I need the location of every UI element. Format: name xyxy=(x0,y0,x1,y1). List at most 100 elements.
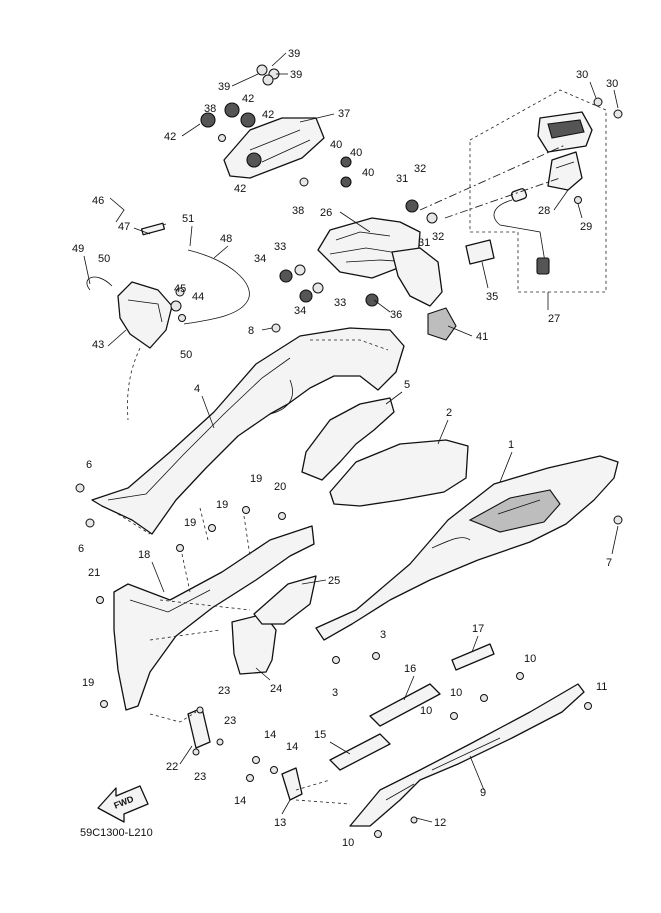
callout-30: 30 xyxy=(576,69,588,81)
callout-15: 15 xyxy=(314,729,326,741)
callout-3: 3 xyxy=(332,687,338,699)
callout-27: 27 xyxy=(548,313,560,325)
callout-6: 6 xyxy=(78,543,84,555)
callout-35: 35 xyxy=(486,291,498,303)
callout-29: 29 xyxy=(580,221,592,233)
callout-49: 49 xyxy=(72,243,84,255)
callout-42: 42 xyxy=(164,131,176,143)
callout-36: 36 xyxy=(390,309,402,321)
callout-39: 39 xyxy=(290,69,302,81)
callout-13: 13 xyxy=(274,817,286,829)
callout-44: 44 xyxy=(192,291,204,303)
callout-10: 10 xyxy=(342,837,354,849)
callout-19: 19 xyxy=(82,677,94,689)
leader-lines xyxy=(83,52,619,823)
callout-42: 42 xyxy=(242,93,254,105)
callout-14: 14 xyxy=(264,729,276,741)
callout-51: 51 xyxy=(182,213,194,225)
callout-39: 39 xyxy=(288,48,300,60)
callout-33: 33 xyxy=(274,241,286,253)
callout-1: 1 xyxy=(508,439,514,451)
callout-19: 19 xyxy=(184,517,196,529)
callout-48: 48 xyxy=(220,233,232,245)
callout-23: 23 xyxy=(218,685,230,697)
callout-47: 47 xyxy=(118,221,130,233)
callout-34: 34 xyxy=(294,305,306,317)
callout-28: 28 xyxy=(538,205,550,217)
side-cover-4 xyxy=(91,327,405,535)
diagram-code: 59C1300-L210 xyxy=(80,827,153,839)
bracket-13 xyxy=(281,767,303,801)
callout-14: 14 xyxy=(234,795,246,807)
callout-10: 10 xyxy=(450,687,462,699)
callout-22: 22 xyxy=(166,761,178,773)
callout-42: 42 xyxy=(234,183,246,195)
callout-40: 40 xyxy=(350,147,362,159)
callout-46: 46 xyxy=(92,195,104,207)
callout-41: 41 xyxy=(476,331,488,343)
grab-bar-bracket xyxy=(200,64,352,188)
alignment-lines xyxy=(117,507,351,805)
cover-2 xyxy=(329,439,469,507)
callout-50: 50 xyxy=(180,349,192,361)
tail-light-assembly xyxy=(469,89,623,293)
callout-8: 8 xyxy=(248,325,254,337)
callout-31: 31 xyxy=(396,173,408,185)
seat-lock-assembly xyxy=(86,222,250,421)
callout-26: 26 xyxy=(320,207,332,219)
callout-2: 2 xyxy=(446,407,452,419)
callout-20: 20 xyxy=(274,481,286,493)
callout-19: 19 xyxy=(250,473,262,485)
callout-3: 3 xyxy=(380,629,386,641)
callout-10: 10 xyxy=(420,705,432,717)
callout-38: 38 xyxy=(204,103,216,115)
callout-16: 16 xyxy=(404,663,416,675)
callout-6: 6 xyxy=(86,459,92,471)
callout-4: 4 xyxy=(194,383,200,395)
callout-21: 21 xyxy=(88,567,100,579)
callout-40: 40 xyxy=(362,167,374,179)
callout-17: 17 xyxy=(472,623,484,635)
callout-37: 37 xyxy=(338,108,350,120)
fwd-arrow: FWD xyxy=(97,785,149,823)
callout-42: 42 xyxy=(262,109,274,121)
callout-19: 19 xyxy=(216,499,228,511)
callout-45: 45 xyxy=(174,283,186,295)
callout-34: 34 xyxy=(254,253,266,265)
fasteners xyxy=(75,323,623,838)
inner-panel-18 xyxy=(113,525,315,711)
callout-50: 50 xyxy=(98,253,110,265)
callout-7: 7 xyxy=(606,557,612,569)
callout-33: 33 xyxy=(334,297,346,309)
callout-38: 38 xyxy=(292,205,304,217)
lower-panel-9 xyxy=(349,683,585,827)
callout-14: 14 xyxy=(286,741,298,753)
strip-17 xyxy=(451,643,495,671)
body-panel-1 xyxy=(315,455,619,641)
strip-15 xyxy=(329,733,391,771)
rear-fender-assembly xyxy=(279,199,495,341)
callout-12: 12 xyxy=(434,817,446,829)
cover-5 xyxy=(301,397,395,481)
callout-39: 39 xyxy=(218,81,230,93)
callout-23: 23 xyxy=(194,771,206,783)
callout-5: 5 xyxy=(404,379,410,391)
callout-10: 10 xyxy=(524,653,536,665)
bracket-22 xyxy=(187,707,211,749)
callout-31: 31 xyxy=(418,237,430,249)
callout-30: 30 xyxy=(606,78,618,90)
callout-43: 43 xyxy=(92,339,104,351)
callout-9: 9 xyxy=(480,787,486,799)
callout-18: 18 xyxy=(138,549,150,561)
callout-40: 40 xyxy=(330,139,342,151)
callouts: 39 39 39 42 42 42 42 38 38 37 40 40 40 3… xyxy=(72,48,618,849)
panel-25 xyxy=(253,575,317,625)
callout-32: 32 xyxy=(432,231,444,243)
callout-32: 32 xyxy=(414,163,426,175)
callout-11: 11 xyxy=(596,681,607,693)
callout-23: 23 xyxy=(224,715,236,727)
strip-16 xyxy=(369,683,441,727)
callout-25: 25 xyxy=(328,575,340,587)
callout-24: 24 xyxy=(270,683,282,695)
